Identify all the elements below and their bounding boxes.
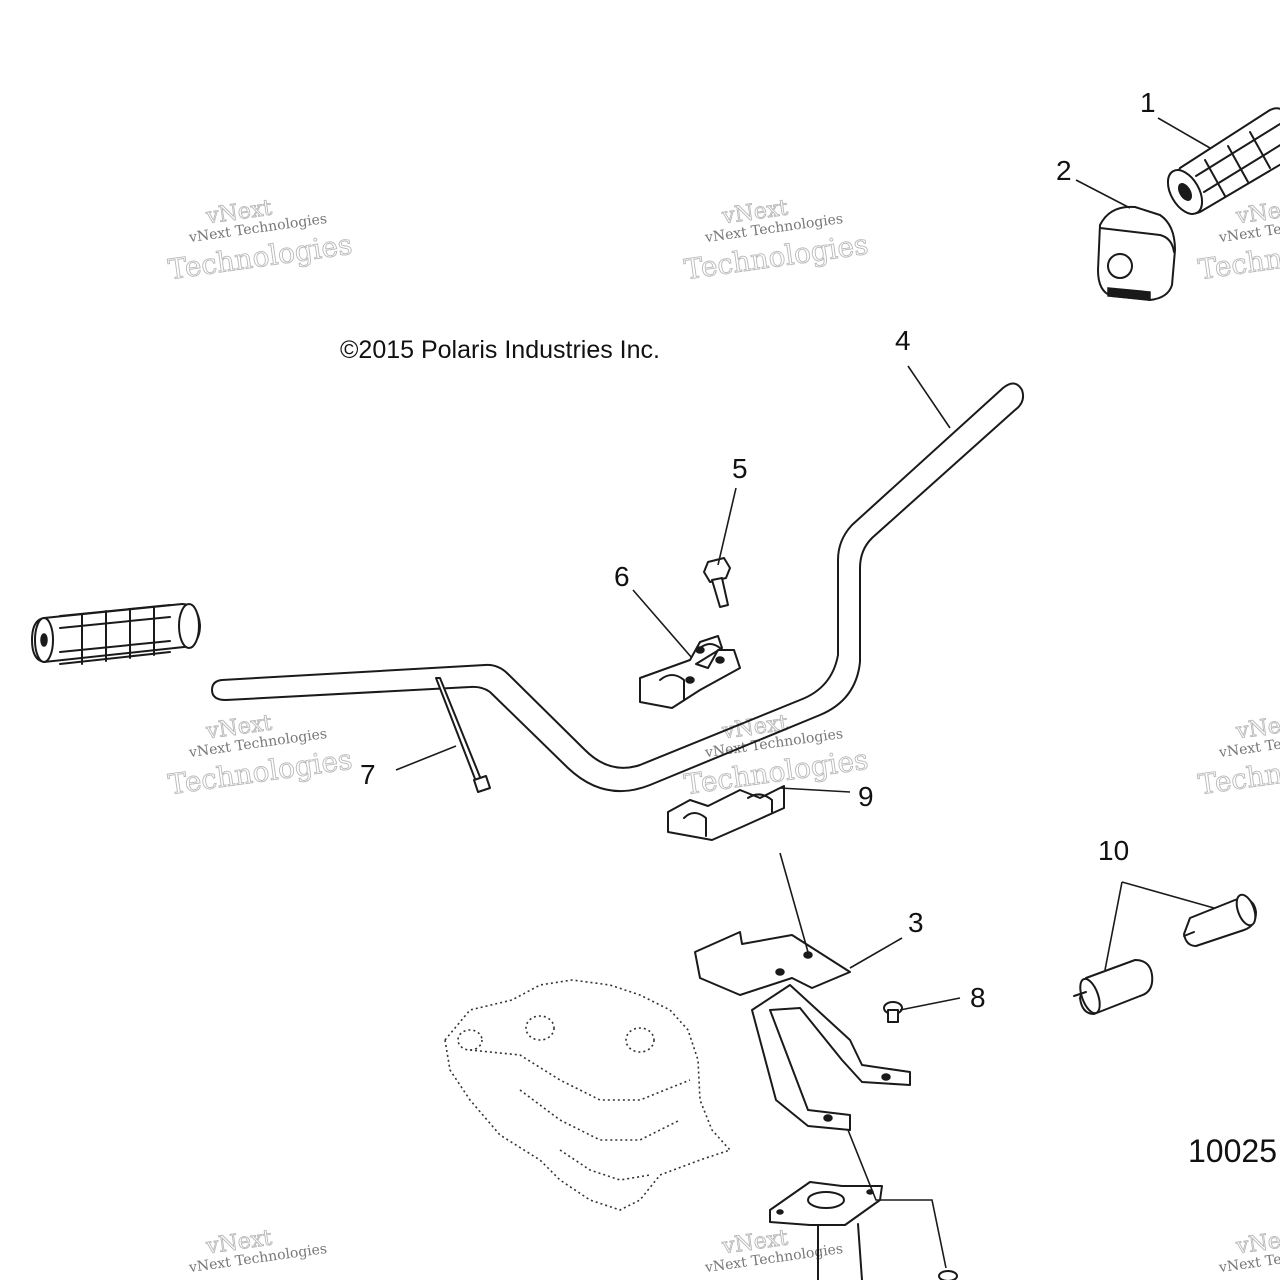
watermark-middle-left: vNext vNext Technologies Technologies [166,710,355,802]
upper-clamp-drawing [639,635,741,709]
callout-4: 4 [895,325,911,356]
callout-7: 7 [360,759,376,790]
watermark-bottom-right: vNext vNext Technologies [1217,1225,1280,1276]
left-grip-drawing [31,603,201,665]
screw-drawing [883,1001,903,1023]
callout-5: 5 [732,453,748,484]
clamp-bolt-drawing [703,557,731,608]
steering-post-plate-drawing [769,1181,958,1280]
mount-bracket-drawing [694,931,911,1131]
cable-tie-drawing [435,677,491,793]
throttle-housing-drawing [1097,205,1176,301]
watermark-middle-center: vNext vNext Technologies Technologies [682,710,871,802]
watermark-top-left: vNext vNext Technologies Technologies [166,195,355,287]
callout-9: 9 [858,781,874,812]
callout-10: 10 [1098,835,1129,866]
grip-plug-drawing [1073,893,1257,1015]
callout-2: 2 [1056,155,1072,186]
watermark-top-center: vNext vNext Technologies Technologies [682,195,871,287]
handlebar-drawing [211,382,1025,793]
watermark-middle-right: vNext vNext Technologies Technologies [1196,710,1280,802]
callout-6: 6 [614,561,630,592]
steering-cover-drawing [444,979,732,1211]
callout-1: 1 [1140,87,1156,118]
watermark-group: vNext vNext Technologies Technologies vN… [166,195,1280,1276]
lower-clamp-drawing [667,785,785,841]
copyright-text: ©2015 Polaris Industries Inc. [340,336,660,364]
leader-lines [395,117,1215,1269]
right-grip-drawing [1166,107,1280,215]
callout-labels: 1 2 3 4 5 6 7 8 9 10 [360,87,1156,1013]
watermark-bottom-left: vNext vNext Technologies [187,1225,328,1276]
figure-number: 10025 [1188,1133,1277,1169]
callout-8: 8 [970,982,986,1013]
callout-3: 3 [908,907,924,938]
watermark-bottom-center: vNext vNext Technologies [703,1225,844,1276]
